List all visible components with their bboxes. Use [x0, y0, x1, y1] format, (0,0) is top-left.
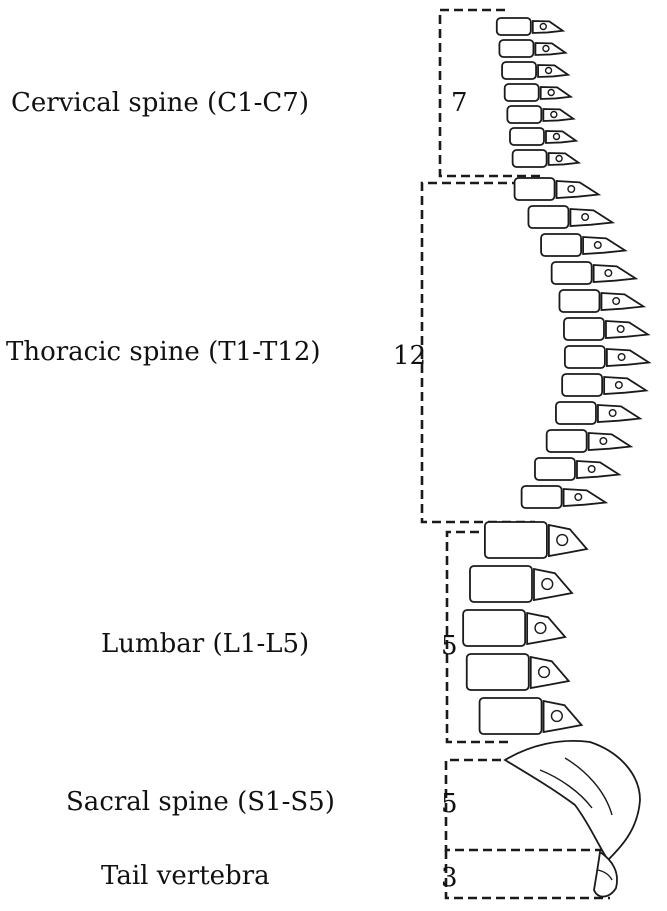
spinous-process-thoracic-9 [597, 404, 643, 423]
bracket-cervical [438, 8, 540, 178]
spinous-process-thoracic-7 [605, 348, 652, 367]
foramen-thoracic-1 [567, 184, 576, 193]
foramen-thoracic-4 [604, 269, 613, 278]
foramen-cervical-7 [555, 154, 563, 163]
count-tail: 3 [441, 863, 458, 893]
foramen-lumbar-5 [550, 709, 563, 723]
foramen-cervical-5 [550, 110, 558, 119]
vertebra-cervical-3 [501, 61, 537, 80]
vertebra-cervical-5 [506, 105, 543, 124]
bracket-sacral [444, 758, 612, 852]
foramen-cervical-3 [544, 66, 553, 75]
vertebra-thoracic-1 [513, 177, 556, 201]
foramen-cervical-2 [542, 44, 550, 53]
label-lumbar: Lumbar (L1-L5) [101, 629, 310, 659]
vertebra-thoracic-2 [527, 205, 570, 229]
foramen-thoracic-5 [612, 297, 621, 306]
vertebra-cervical-1 [495, 17, 532, 36]
sacrum-coccyx [503, 739, 641, 898]
spinous-process-cervical-2 [534, 42, 568, 56]
spinous-process-cervical-6 [545, 130, 579, 144]
foramen-thoracic-2 [581, 212, 590, 221]
count-lumbar: 5 [441, 631, 458, 661]
spinous-process-thoracic-11 [576, 460, 622, 479]
label-sacral: Sacral spine (S1-S5) [66, 787, 335, 817]
spinous-process-cervical-4 [539, 86, 574, 100]
vertebral-column [462, 17, 652, 735]
vertebra-lumbar-1 [484, 521, 548, 559]
vertebra-cervical-2 [498, 39, 535, 58]
foramen-lumbar-3 [534, 621, 547, 635]
sacrum [503, 739, 641, 862]
vertebra-thoracic-11 [534, 457, 576, 481]
count-cervical: 7 [451, 88, 468, 118]
spinous-process-thoracic-10 [587, 432, 634, 451]
spinous-process-thoracic-4 [592, 264, 639, 283]
vertebra-lumbar-5 [478, 697, 543, 735]
coccyx [593, 850, 618, 898]
foramen-cervical-1 [539, 22, 547, 31]
spinous-process-thoracic-1 [555, 180, 602, 199]
foramen-thoracic-6 [616, 325, 625, 334]
vertebra-lumbar-3 [462, 609, 527, 647]
bracket-thoracic [420, 181, 535, 524]
foramen-cervical-4 [547, 88, 555, 97]
spinous-process-thoracic-3 [582, 236, 628, 255]
count-sacral: 5 [441, 789, 458, 819]
vertebra-cervical-7 [511, 149, 548, 168]
foramen-thoracic-3 [593, 240, 602, 249]
vertebra-lumbar-4 [465, 653, 530, 691]
spinous-process-thoracic-5 [600, 292, 647, 311]
vertebra-thoracic-6 [563, 317, 605, 341]
label-tail: Tail vertebra [101, 861, 270, 891]
vertebra-thoracic-10 [545, 429, 588, 453]
vertebra-cervical-4 [503, 83, 540, 102]
spinous-process-thoracic-6 [605, 320, 651, 339]
foramen-lumbar-4 [537, 665, 551, 679]
spinous-process-cervical-5 [542, 108, 576, 122]
foramen-cervical-6 [552, 132, 561, 141]
foramen-thoracic-10 [599, 437, 608, 446]
foramen-thoracic-9 [608, 409, 617, 418]
spinous-process-cervical-1 [531, 20, 566, 34]
vertebra-cervical-6 [509, 127, 545, 146]
spinous-process-thoracic-8 [603, 376, 649, 395]
spinous-process-cervical-7 [547, 152, 582, 166]
vertebra-thoracic-5 [558, 289, 601, 313]
foramen-thoracic-8 [614, 381, 623, 390]
spinous-process-thoracic-2 [569, 208, 616, 227]
spinous-process-cervical-3 [537, 64, 571, 78]
label-thoracic: Thoracic spine (T1-T12) [6, 337, 321, 367]
foramen-thoracic-11 [587, 465, 596, 474]
vertebra-lumbar-2 [469, 565, 533, 603]
foramen-lumbar-1 [556, 533, 569, 547]
foramen-thoracic-7 [617, 353, 626, 362]
spinous-process-thoracic-12 [562, 488, 609, 507]
bracket-tail [444, 850, 610, 900]
label-cervical: Cervical spine (C1-C7) [11, 88, 309, 118]
vertebra-thoracic-12 [520, 485, 563, 509]
vertebra-thoracic-8 [561, 373, 604, 397]
vertebra-thoracic-9 [555, 401, 597, 425]
vertebra-thoracic-3 [540, 233, 582, 257]
vertebra-thoracic-4 [550, 261, 593, 285]
vertebra-thoracic-7 [563, 345, 606, 369]
count-thoracic: 12 [393, 341, 427, 371]
foramen-lumbar-2 [541, 577, 554, 591]
foramen-thoracic-12 [574, 493, 583, 502]
